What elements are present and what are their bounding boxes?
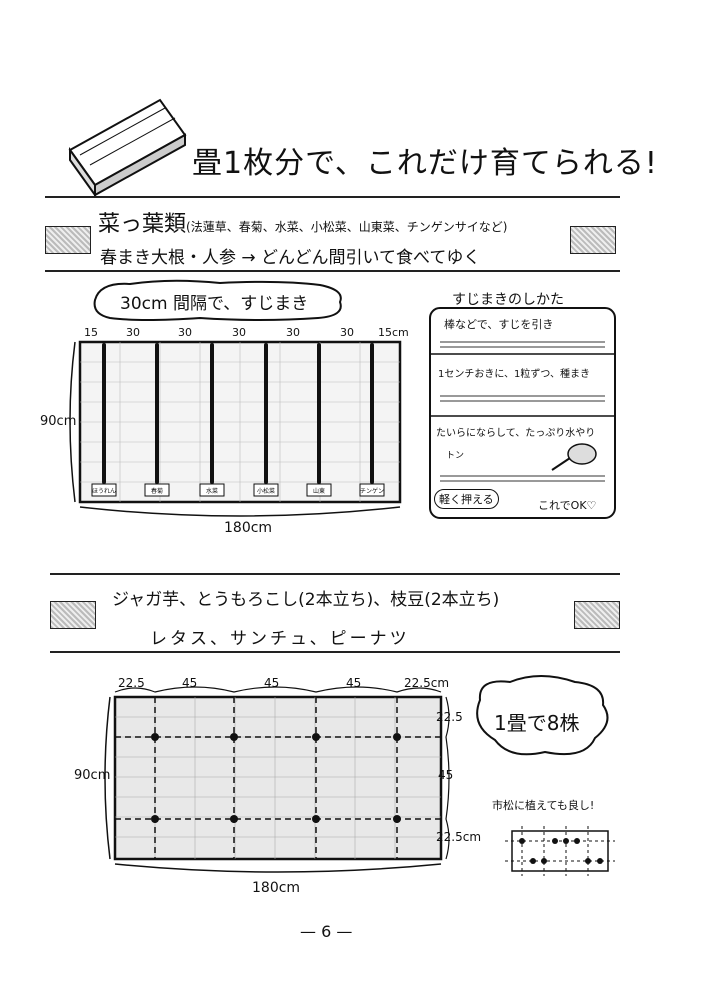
plot2-spacing-4: 45 [346,676,362,690]
divider-2b [50,651,620,653]
plot1-height-label: 90cm [40,414,77,429]
checker-caption: 市松に植えても良し! [492,799,595,812]
row-tag-4: 小松菜 [256,488,275,495]
spacing-label-3: 30 [178,326,192,339]
howto-step3-tag: トン [446,451,465,461]
divider-1b [45,270,620,272]
plot2-side-2: 45 [438,768,454,782]
howto-panel [429,307,616,519]
section1-heading-note: (法蓮草、春菊、水菜、小松菜、山東菜、チンゲンサイなど) [186,220,508,234]
plot-grid-2 [104,686,450,873]
howto-step2: 1センチおきに、1粒ずつ、種まき [438,369,591,380]
howto-title: すじまきのしかた [452,292,564,308]
howto-step3: たいらにならして、たっぷり水やり [436,428,596,439]
page-title: 畳1枚分で、これだけ育てられる! [192,146,658,181]
row-tag-6: チンゲン [360,488,385,495]
plot-grid-1 [69,340,402,517]
row-tag-3: 水菜 [205,488,218,495]
row-tag-5: 山東 [312,488,325,495]
tape-right-2 [574,601,620,629]
section2-subheading: レタス、サンチュ、ピーナツ [150,629,410,649]
section2-heading: ジャガ芋、とうもろこし(2本立ち)、枝豆(2本立ち) [112,590,500,610]
divider-1a [45,196,620,198]
tape-left-1 [45,226,91,254]
tape-right-1 [570,226,616,254]
section1-subheading: 春まき大根・人参 → どんどん間引いて食べてゆく [100,248,481,268]
bubble-outline-2 [476,675,609,756]
plot2-height-label: 90cm [74,768,111,783]
page-number: — 6 — [300,922,353,941]
plot2-spacing-1: 22.5 [118,676,145,690]
howto-press: 軽く押える [434,489,499,509]
tape-left-2 [50,601,96,629]
divider-2a [50,573,620,575]
spacing-bubble-text: 30cm 間隔で、すじまき [120,294,309,314]
tatami-icon [68,98,187,199]
plot2-spacing-5: 22.5cm [404,676,450,690]
spacing-label-1: 15 [84,326,98,339]
spacing-label-7: 15cm [378,326,409,339]
spacing-label-2: 30 [126,326,140,339]
spacing-label-6: 30 [340,326,354,339]
spacing-label-4: 30 [232,326,246,339]
section1-heading: 菜っ葉類(法蓮草、春菊、水菜、小松菜、山東菜、チンゲンサイなど) [98,206,507,238]
plot2-side-1: 22.5 [436,710,463,724]
section1-heading-main: 菜っ葉類 [98,212,187,237]
plot2-spacing-2: 45 [182,676,198,690]
checker-diagram [505,826,615,876]
row-tag-1: ほうれん [92,488,117,495]
row-tag-2: 春菊 [150,488,163,495]
plot1-width-label: 180cm [224,520,273,536]
howto-ok: これでOK♡ [538,499,597,512]
plants-bubble-text: 1畳で8株 [494,711,580,735]
plot2-spacing-3: 45 [264,676,280,690]
howto-step1: 棒などで、すじを引き [444,318,554,331]
plot2-width-label: 180cm [252,880,301,896]
spacing-label-5: 30 [286,326,300,339]
bubble-outline-1 [93,279,342,321]
plot2-side-3: 22.5cm [436,830,482,844]
